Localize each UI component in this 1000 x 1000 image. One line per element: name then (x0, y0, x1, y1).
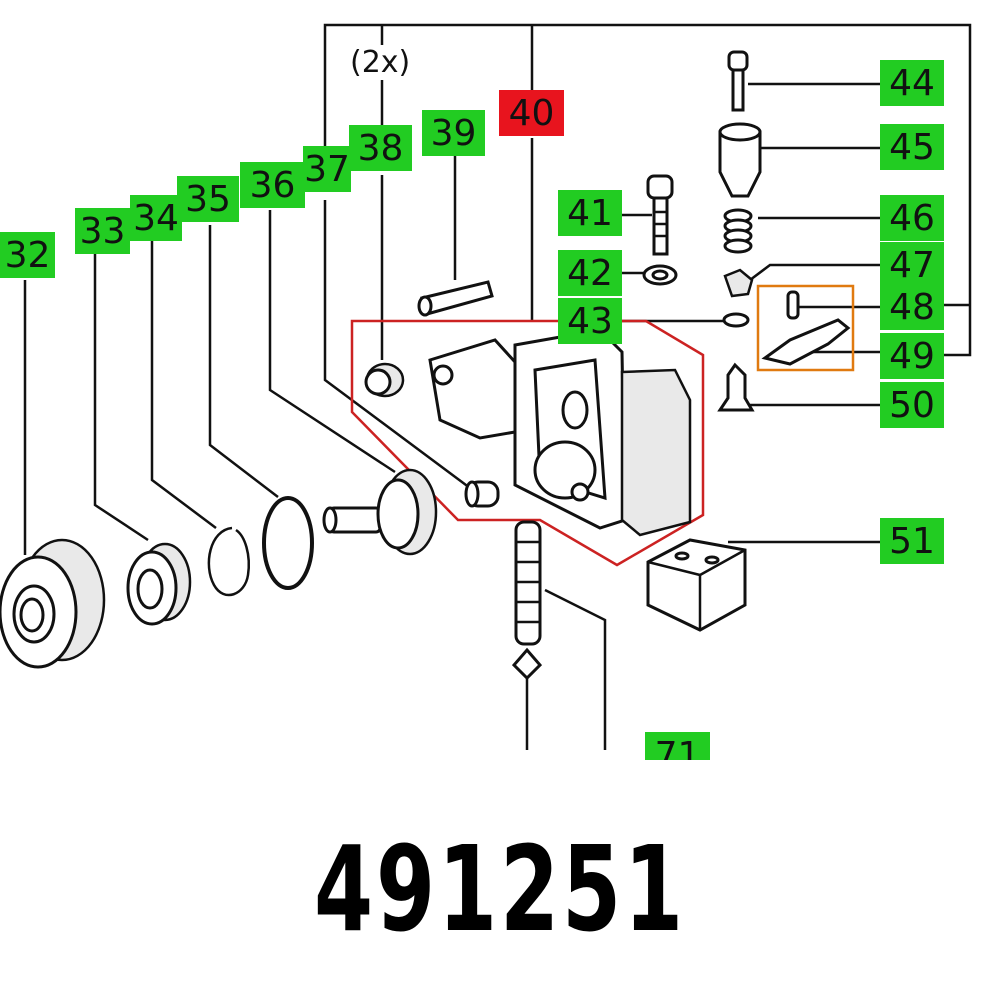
gear-shaft-part (322, 468, 438, 556)
part-label-34[interactable]: 34 (130, 195, 182, 241)
block-part (646, 538, 747, 632)
flange-part (0, 538, 106, 669)
part-label-42[interactable]: 42 (558, 250, 622, 296)
diagram-drawing (0, 23, 972, 750)
assembly-40-outline (350, 319, 705, 567)
rod-part (417, 280, 494, 317)
spring-71-part (511, 520, 543, 681)
part-label-71-clip: 71 (645, 732, 710, 760)
spring-46-part (723, 208, 753, 254)
exploded-parts-diagram: (2x) 32 33 34 35 36 37 38 39 40 41 42 43… (0, 23, 972, 760)
part-label-48[interactable]: 48 (880, 284, 944, 330)
quantity-note: (2x) (350, 45, 411, 80)
part-label-49[interactable]: 49 (880, 333, 944, 379)
housing-part (428, 328, 692, 537)
pin-part (464, 480, 500, 508)
part-label-36[interactable]: 36 (240, 162, 305, 208)
part-label-51[interactable]: 51 (880, 518, 944, 564)
part-label-37[interactable]: 37 (303, 146, 351, 192)
screw-44-part (727, 50, 749, 112)
article-number: 491251 (314, 820, 686, 958)
small-nut-part (723, 268, 754, 298)
part-label-40[interactable]: 40 (499, 90, 564, 136)
bearing-part (126, 542, 192, 626)
nut-part (364, 362, 405, 398)
washer-part (642, 264, 678, 286)
leader-lines (23, 23, 972, 750)
small-o-ring-part (722, 312, 750, 328)
lever-part (761, 318, 851, 366)
part-label-32[interactable]: 32 (0, 232, 55, 278)
part-label-50[interactable]: 50 (880, 382, 944, 428)
part-label-39[interactable]: 39 (422, 110, 485, 156)
part-label-45[interactable]: 45 (880, 124, 944, 170)
part-label-41[interactable]: 41 (558, 190, 622, 236)
wing-bolt-part (717, 362, 755, 412)
screw-41-part (646, 174, 674, 256)
o-ring-part (262, 496, 314, 590)
part-label-44[interactable]: 44 (880, 60, 944, 106)
knob-part (718, 122, 762, 198)
assembly-48-49-outline (756, 284, 855, 372)
part-label-33[interactable]: 33 (75, 208, 130, 254)
circlip-part (207, 526, 250, 597)
small-pin-part (786, 290, 800, 320)
part-label-46[interactable]: 46 (880, 195, 944, 241)
part-label-35[interactable]: 35 (177, 176, 239, 222)
part-label-43[interactable]: 43 (558, 298, 622, 344)
part-label-47[interactable]: 47 (880, 242, 944, 288)
part-label-71[interactable]: 71 (645, 732, 710, 760)
part-label-38[interactable]: 38 (349, 125, 412, 171)
